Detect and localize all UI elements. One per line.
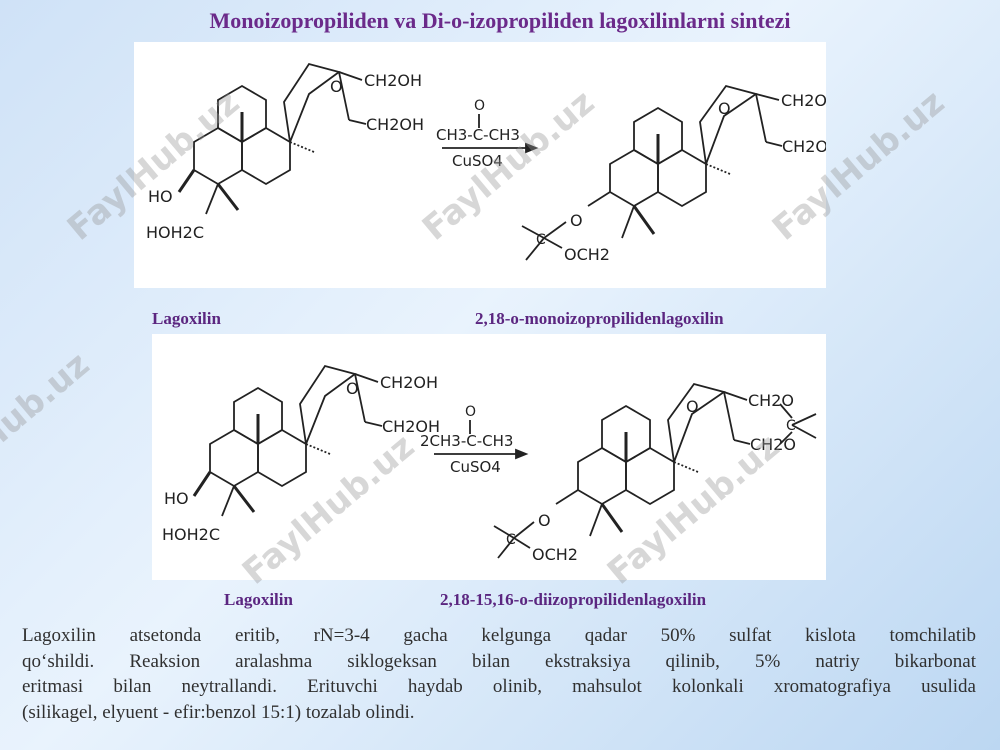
reaction-arrow-1: CH3-C-CH3 O CuSO4 — [436, 98, 539, 170]
ch2oh-label: CH2OH — [364, 71, 422, 90]
monoizopropiliden-structure: O CH2OH CH2OH O C OCH2 — [521, 84, 826, 264]
paragraph-line: eritmasi bilan neytrallandi. Erituvchi h… — [22, 676, 976, 697]
label-monoizopropiliden: 2,18-o-monoizopropilidenlagoxilin — [475, 309, 724, 328]
acetal-carbon: C — [536, 232, 546, 248]
reagent-acetone: CH3-C-CH3 — [436, 126, 520, 144]
och2-label: OCH2 — [564, 245, 610, 264]
ring-oxygen: O — [718, 99, 731, 118]
ring-oxygen: O — [330, 77, 343, 96]
carbonyl-oxygen: O — [474, 98, 485, 114]
carbonyl-oxygen: O — [465, 404, 476, 420]
reagent-cuso4: CuSO4 — [452, 152, 503, 170]
label-diizopropiliden: 2,18-15,16-o-diizopropilidenlagoxilin — [440, 590, 707, 609]
ring-oxygen: O — [346, 379, 359, 398]
diizopropiliden-structure: O CH2O CH2O C O C OCH2 — [493, 382, 817, 564]
reagent-cuso4: CuSO4 — [450, 458, 501, 476]
reaction-2-scheme: O CH2OH CH2OH HO HOH2C 2CH3-C-CH3 O CuSO… — [152, 334, 826, 580]
ch2oh-label: CH2OH — [380, 373, 438, 392]
acetal-carbon: C — [786, 418, 796, 434]
ch2oh-label: CH2OH — [366, 115, 424, 134]
lagoxilin-structure-1: O CH2OH CH2OH HO HOH2C — [146, 62, 424, 242]
lagoxilin-structure-2: O CH2OH CH2OH HO HOH2C — [162, 364, 440, 544]
och2-label: OCH2 — [532, 545, 578, 564]
ch2oh-label: CH2OH — [382, 417, 440, 436]
ch2oh-label: CH2OH — [781, 91, 826, 110]
label-lagoxilin-1: Lagoxilin — [152, 309, 221, 328]
watermark: FaylHub.uz — [0, 344, 98, 511]
label-lagoxilin-2: Lagoxilin — [224, 590, 293, 609]
ring-oxygen: O — [686, 397, 699, 416]
ether-oxygen: O — [538, 511, 551, 530]
hoh2c-label: HOH2C — [146, 223, 204, 242]
reaction-arrow-2: 2CH3-C-CH3 O CuSO4 — [420, 404, 529, 476]
paragraph-line: Lagoxilin atsetonda eritib, rN=3-4 gacha… — [22, 625, 976, 646]
reagent-acetone: 2CH3-C-CH3 — [420, 432, 513, 450]
slide-title: Monoizopropiliden va Di-o-izopropiliden … — [209, 8, 791, 33]
procedure-paragraph: Lagoxilin atsetonda eritib, rN=3-4 gacha… — [22, 623, 976, 725]
ether-oxygen: O — [570, 211, 583, 230]
paragraph-line: (silikagel, elyuent - efir:benzol 15:1) … — [22, 701, 415, 723]
reaction-1-scheme: O CH2OH CH2OH HO HOH2C CH3-C-CH3 O CuSO4 — [134, 42, 826, 288]
paragraph-line: qo‘shildi. Reaksion aralashma siklogeksa… — [22, 650, 976, 672]
ch2oh-label: CH2OH — [782, 137, 826, 156]
acetal-carbon: C — [506, 532, 516, 548]
ch2o-label: CH2O — [750, 435, 796, 454]
ho-label: HO — [148, 187, 173, 206]
ho-label: HO — [164, 489, 189, 508]
ch2o-label: CH2O — [748, 391, 794, 410]
hoh2c-label: HOH2C — [162, 525, 220, 544]
